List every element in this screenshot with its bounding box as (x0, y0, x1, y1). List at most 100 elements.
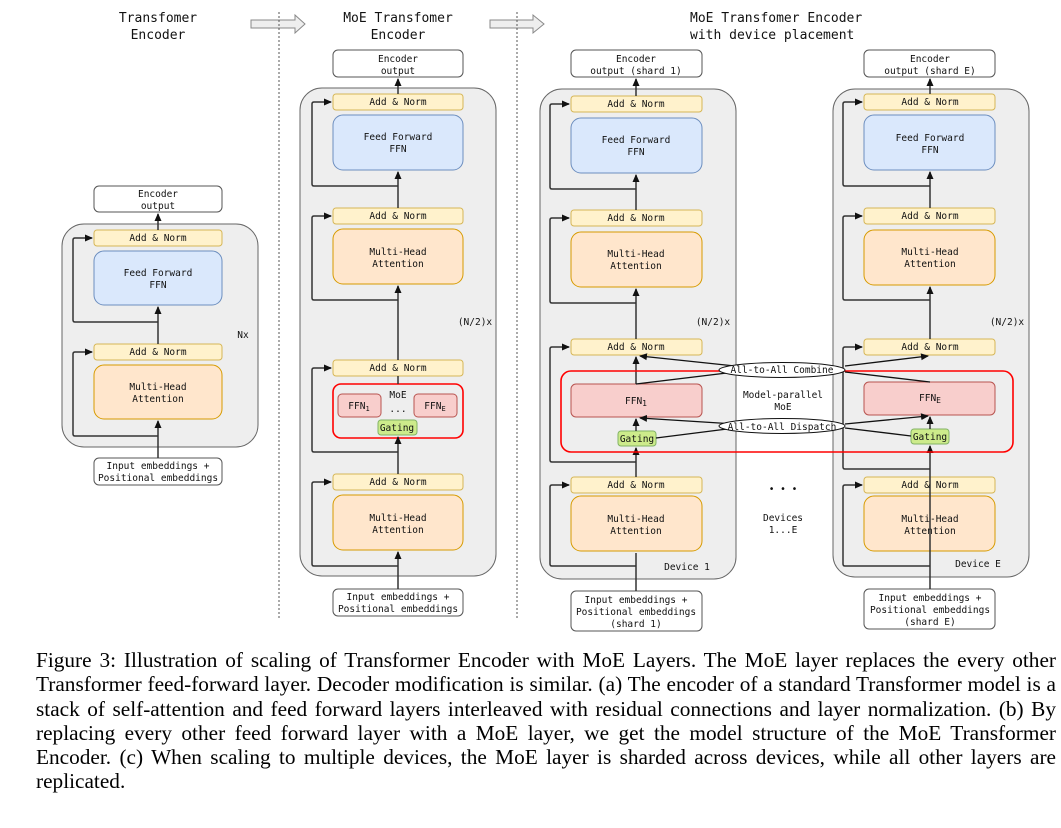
mha-box (332, 228, 464, 285)
ffn-box (570, 117, 703, 174)
input-label: (shard E) (904, 617, 955, 628)
add-norm-label: Add & Norm (607, 99, 664, 110)
gating-box (617, 430, 657, 447)
add-norm-label: Add & Norm (369, 363, 426, 374)
ellipsis: ... (389, 404, 406, 415)
panel-a-title-2: Encoder (131, 28, 186, 43)
encoder-output-label: output (141, 201, 175, 212)
ffn-label: FFN (149, 280, 166, 291)
encoder-output-box (863, 49, 996, 78)
add-norm-label: Add & Norm (607, 213, 664, 224)
panel-c-title-2: with device placement (690, 28, 854, 43)
all-to-all-combine-label: All-to-All Combine (731, 365, 834, 376)
mha-box (570, 495, 703, 552)
panel-a: Transfomer Encoder Encoder output Add & … (61, 11, 259, 486)
add-norm-label: Add & Norm (607, 342, 664, 353)
add-norm-label: Add & Norm (129, 233, 186, 244)
mha-label: Multi-Head (369, 247, 426, 258)
add-norm-label: Add & Norm (369, 477, 426, 488)
mha-label: Attention (132, 394, 183, 405)
mha-label: Attention (610, 261, 661, 272)
add-norm-label: Add & Norm (369, 97, 426, 108)
mha-box (570, 231, 703, 288)
add-norm-label: Add & Norm (129, 347, 186, 358)
input-label: Input embeddings + (347, 592, 450, 603)
model-parallel-label: Model-parallel (743, 390, 823, 401)
add-norm-label: Add & Norm (901, 97, 958, 108)
devices-ellipsis: • • • (769, 484, 798, 495)
ffn-label: Feed Forward (364, 132, 433, 143)
input-label: Positional embeddings (338, 604, 458, 615)
expert-ffn-e-label: FFNE (919, 393, 941, 405)
mha-label: Attention (372, 525, 423, 536)
input-label: Positional embeddings (98, 473, 218, 484)
ffn-label: Feed Forward (896, 133, 965, 144)
mha-box (93, 364, 223, 420)
repeat-label: Nx (237, 330, 249, 341)
encoder-output-label: output (381, 66, 415, 77)
encoder-output-label: Encoder (616, 54, 656, 65)
device-label: Device E (955, 559, 1001, 570)
moe-label: MoE (389, 390, 406, 401)
transition-arrow-1 (250, 13, 306, 35)
input-label: (shard 1) (610, 619, 661, 630)
panel-b: MoE Transfomer Encoder Encoder output Ad… (299, 11, 497, 617)
encoder-output-label: Encoder (138, 189, 178, 200)
repeat-label: (N/2)x (990, 317, 1025, 328)
expert-ffn-e-label: FFNE (424, 401, 445, 413)
model-parallel-label: MoE (774, 402, 791, 413)
add-norm-label: Add & Norm (369, 211, 426, 222)
devices-label: 1...E (769, 525, 798, 536)
add-norm-label: Add & Norm (901, 211, 958, 222)
ffn-label: FFN (921, 145, 938, 156)
ffn-label: Feed Forward (124, 268, 193, 279)
device-label: Device 1 (664, 562, 710, 573)
encoder-output-box (93, 185, 223, 213)
device-1: Encoder output (shard 1) Add & Norm Feed… (539, 49, 737, 632)
mha-label: Multi-Head (129, 382, 186, 393)
encoder-output-label: Encoder (378, 54, 418, 65)
all-to-all-dispatch-label: All-to-All Dispatch (728, 422, 837, 433)
mha-label: Multi-Head (607, 249, 664, 260)
add-norm-label: Add & Norm (901, 342, 958, 353)
figure-caption: Figure 3: Illustration of scaling of Tra… (36, 648, 1056, 794)
expert-ffn-1 (337, 393, 382, 418)
mha-label: Multi-Head (901, 247, 958, 258)
expert-ffn-e (413, 393, 458, 418)
panel-b-title-2: Encoder (371, 28, 426, 43)
panel-a-title-1: Transfomer (119, 11, 197, 26)
panel-c: MoE Transfomer Encoder with device place… (539, 11, 1030, 632)
ffn-box (863, 114, 996, 171)
expert-ffn-1-label: FFN1 (625, 396, 647, 408)
input-label: Input embeddings + (585, 595, 688, 606)
gating-box (377, 419, 418, 436)
all-to-all-combine (718, 362, 846, 378)
mha-box (332, 494, 464, 551)
input-label: Input embeddings + (107, 461, 210, 472)
repeat-label: (N/2)x (696, 317, 731, 328)
ffn-box (332, 114, 464, 171)
encoder-output-label: Encoder (910, 54, 950, 65)
encoder-output-box (570, 49, 703, 78)
encoder-output-box (332, 49, 464, 78)
gating-label: Gating (913, 432, 947, 443)
encoder-output-label: output (shard E) (884, 66, 976, 77)
mha-label: Multi-Head (369, 513, 426, 524)
ffn-box (93, 250, 223, 306)
input-label: Positional embeddings (870, 605, 990, 616)
expert-ffn-1-label: FFN1 (348, 401, 369, 413)
device-e: Encoder output (shard E) Add & Norm Feed… (832, 49, 1030, 630)
encoder-output-label: output (shard 1) (590, 66, 682, 77)
add-norm-label: Add & Norm (607, 480, 664, 491)
input-label: Input embeddings + (879, 593, 982, 604)
devices-label: Devices (763, 513, 803, 524)
gating-label: Gating (620, 434, 654, 445)
mha-label: Attention (904, 259, 955, 270)
all-to-all-dispatch (718, 418, 846, 434)
panel-c-title-1: MoE Transfomer Encoder (690, 11, 862, 26)
ffn-label: FFN (627, 147, 644, 158)
mha-label: Multi-Head (607, 514, 664, 525)
ffn-label: Feed Forward (602, 135, 671, 146)
ffn-label: FFN (389, 144, 406, 155)
gating-label: Gating (380, 423, 414, 434)
